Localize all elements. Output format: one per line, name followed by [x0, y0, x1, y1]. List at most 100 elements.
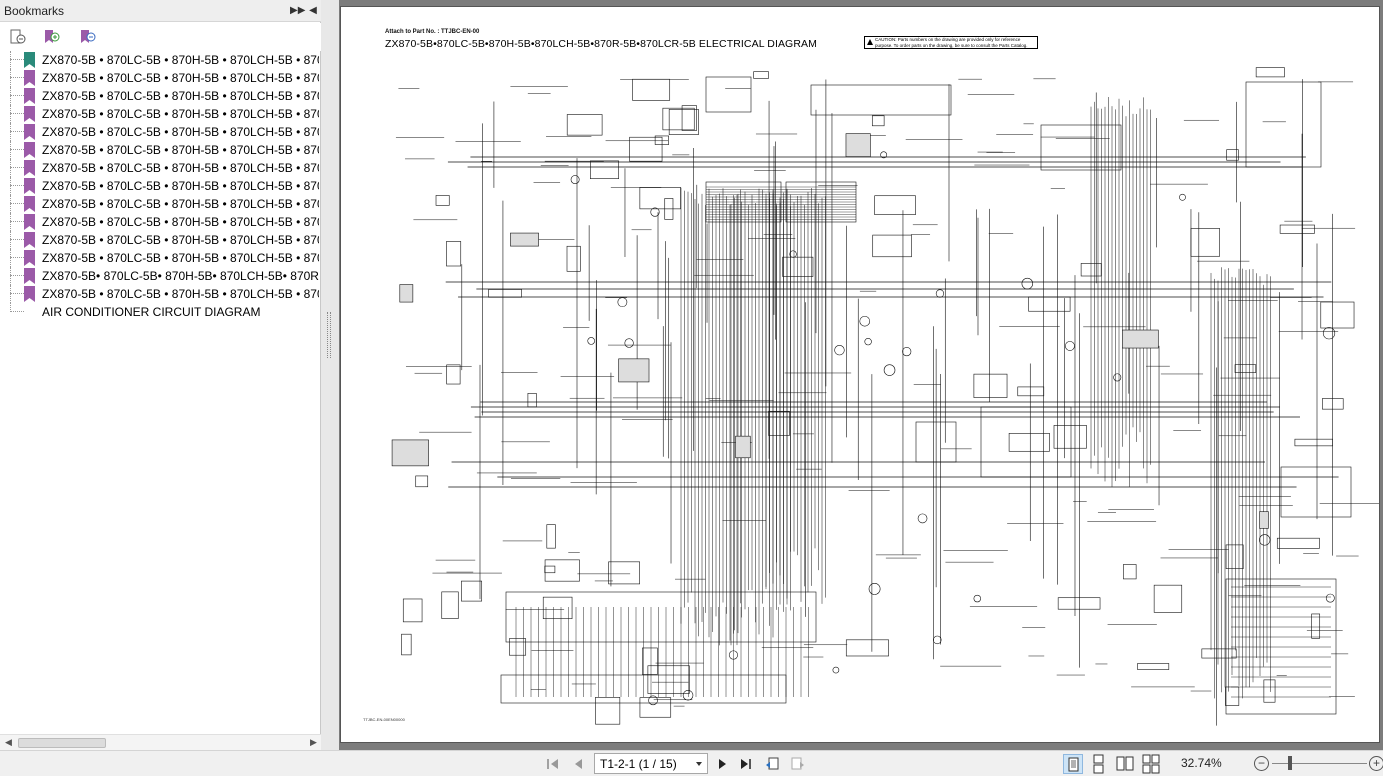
bookmark-flag-icon [24, 88, 35, 104]
bookmark-item[interactable]: ZX870-5B • 870LC-5B • 870H-5B • 870LCH-5… [0, 87, 319, 105]
bookmark-item[interactable]: ZX870-5B • 870LC-5B • 870H-5B • 870LCH-5… [0, 213, 319, 231]
bookmark-flag-icon [24, 232, 35, 248]
bookmark-flag-icon [24, 286, 35, 302]
tree-line [10, 51, 11, 69]
last-page-icon[interactable] [738, 756, 754, 772]
bookmark-item[interactable]: AIR CONDITIONER CIRCUIT DIAGRAM [0, 303, 319, 321]
scroll-left-icon[interactable]: ◀ [5, 737, 12, 747]
warning-icon [867, 39, 873, 45]
bookmark-item[interactable]: ZX870-5B • 870LC-5B • 870H-5B • 870LCH-5… [0, 159, 319, 177]
bookmark-flag-icon [24, 250, 35, 266]
bookmark-item[interactable]: ZX870-5B• 870LC-5B• 870H-5B• 870LCH-5B• … [0, 267, 319, 285]
tree-line [10, 113, 24, 114]
page-number-value: T1-2-1 (1 / 15) [600, 757, 677, 771]
previous-page-icon[interactable] [571, 756, 587, 772]
bookmark-label: ZX870-5B • 870LC-5B • 870H-5B • 870LCH-5… [42, 89, 319, 103]
tree-line [10, 87, 11, 105]
tree-line [10, 159, 11, 177]
new-bookmark-icon[interactable] [42, 28, 62, 46]
tree-line [10, 95, 24, 96]
first-page-icon[interactable] [545, 756, 561, 772]
tree-line [10, 105, 11, 123]
continuous-view-icon[interactable] [1089, 754, 1109, 774]
bookmark-label: ZX870-5B • 870LC-5B • 870H-5B • 870LCH-5… [42, 125, 319, 139]
bookmarks-toolbar [0, 23, 321, 51]
previous-view-icon[interactable] [764, 756, 780, 772]
bookmark-label: ZX870-5B • 870LC-5B • 870H-5B • 870LCH-5… [42, 143, 319, 157]
tree-line [10, 167, 24, 168]
chevron-down-icon [696, 762, 702, 766]
expand-bookmark-icon[interactable] [78, 28, 98, 46]
diagram-title: ZX870-5B•870LC-5B•870H-5B•870LCH-5B•870R… [385, 38, 817, 50]
bookmarks-horizontal-scrollbar[interactable]: ◀ ▶ [0, 734, 321, 750]
bookmark-label: ZX870-5B • 870LC-5B • 870H-5B • 870LCH-5… [42, 53, 319, 67]
tree-line [10, 293, 24, 294]
bookmark-flag-icon [24, 124, 35, 140]
caution-note: CAUTION: Parts numbers on the drawing ar… [864, 36, 1038, 49]
tree-line [10, 275, 24, 276]
tree-line [10, 285, 11, 303]
tree-line [10, 123, 11, 141]
bookmark-flag-icon [24, 70, 35, 86]
bookmark-item[interactable]: ZX870-5B • 870LC-5B • 870H-5B • 870LCH-5… [0, 51, 319, 69]
attach-part-number: Attach to Part No. : TTJBC-EN-00 [385, 29, 480, 35]
bookmark-tree: ZX870-5B • 870LC-5B • 870H-5B • 870LCH-5… [0, 51, 319, 735]
scroll-right-icon[interactable]: ▶ [310, 737, 317, 747]
bookmark-label: ZX870-5B • 870LC-5B • 870H-5B • 870LCH-5… [42, 107, 319, 121]
bookmark-item[interactable]: ZX870-5B • 870LC-5B • 870H-5B • 870LCH-5… [0, 69, 319, 87]
bookmark-item[interactable]: ZX870-5B • 870LC-5B • 870H-5B • 870LCH-5… [0, 123, 319, 141]
bookmark-item[interactable]: ZX870-5B • 870LC-5B • 870H-5B • 870LCH-5… [0, 249, 319, 267]
bookmark-flag-icon [24, 268, 35, 284]
zoom-slider-track[interactable] [1272, 763, 1367, 764]
single-page-view-icon[interactable] [1063, 754, 1083, 774]
document-viewport[interactable]: Attach to Part No. : TTJBC-EN-00 ZX870-5… [339, 0, 1383, 750]
bookmark-item[interactable]: ZX870-5B • 870LC-5B • 870H-5B • 870LCH-5… [0, 285, 319, 303]
zoom-in-icon[interactable]: + [1369, 756, 1383, 771]
next-view-icon[interactable] [790, 756, 806, 772]
bookmark-options-icon[interactable] [8, 28, 28, 46]
panel-collapse-icon[interactable]: ◀ [309, 5, 317, 16]
bookmark-item[interactable]: ZX870-5B • 870LC-5B • 870H-5B • 870LCH-5… [0, 141, 319, 159]
bookmark-flag-icon [24, 142, 35, 158]
tree-line [10, 59, 24, 60]
bookmark-item[interactable]: ZX870-5B • 870LC-5B • 870H-5B • 870LCH-5… [0, 231, 319, 249]
scrollbar-thumb[interactable] [18, 738, 106, 748]
zoom-slider-thumb[interactable] [1288, 756, 1292, 770]
bookmark-label: ZX870-5B • 870LC-5B • 870H-5B • 870LCH-5… [42, 287, 319, 301]
footer-code: TTJBC-EN-00EN00000 [363, 717, 405, 722]
bookmark-label: ZX870-5B• 870LC-5B• 870H-5B• 870LCH-5B• … [42, 269, 319, 283]
panel-expand-icon[interactable]: ▶▶ [290, 5, 306, 16]
zoom-out-icon[interactable]: − [1254, 756, 1269, 771]
facing-view-icon[interactable] [1115, 754, 1135, 774]
bookmark-item[interactable]: ZX870-5B • 870LC-5B • 870H-5B • 870LCH-5… [0, 177, 319, 195]
tree-line [10, 221, 24, 222]
tree-line [10, 267, 11, 285]
bookmark-label: ZX870-5B • 870LC-5B • 870H-5B • 870LCH-5… [42, 233, 319, 247]
page-number-select[interactable]: T1-2-1 (1 / 15) [594, 753, 708, 774]
document-page: Attach to Part No. : TTJBC-EN-00 ZX870-5… [340, 6, 1380, 743]
bookmarks-panel-title: Bookmarks [4, 4, 65, 18]
wire-group [391, 67, 1379, 726]
caution-text: CAUTION: Parts numbers on the drawing ar… [875, 37, 1028, 48]
next-page-icon[interactable] [714, 756, 730, 772]
bookmark-flag-icon [24, 196, 35, 212]
bookmark-flag-icon [24, 52, 35, 68]
bookmark-flag-icon [24, 160, 35, 176]
tree-line [10, 195, 11, 213]
bookmark-label: ZX870-5B • 870LC-5B • 870H-5B • 870LCH-5… [42, 215, 319, 229]
continuous-facing-view-icon[interactable] [1141, 754, 1161, 774]
tree-line [10, 303, 11, 312]
tree-line [10, 131, 24, 132]
bookmark-flag-icon [24, 106, 35, 122]
bookmark-item[interactable]: ZX870-5B • 870LC-5B • 870H-5B • 870LCH-5… [0, 195, 319, 213]
tree-line [10, 311, 24, 312]
panel-splitter[interactable] [321, 0, 339, 750]
bookmark-label: ZX870-5B • 870LC-5B • 870H-5B • 870LCH-5… [42, 179, 319, 193]
tree-line [10, 141, 11, 159]
tree-line [10, 177, 11, 195]
tree-line [10, 249, 11, 267]
bookmarks-panel: Bookmarks ▶▶ ◀ ZX870-5B • 870LC-5B • 870… [0, 0, 321, 750]
tree-line [10, 257, 24, 258]
tree-line [10, 69, 11, 87]
bookmark-item[interactable]: ZX870-5B • 870LC-5B • 870H-5B • 870LCH-5… [0, 105, 319, 123]
